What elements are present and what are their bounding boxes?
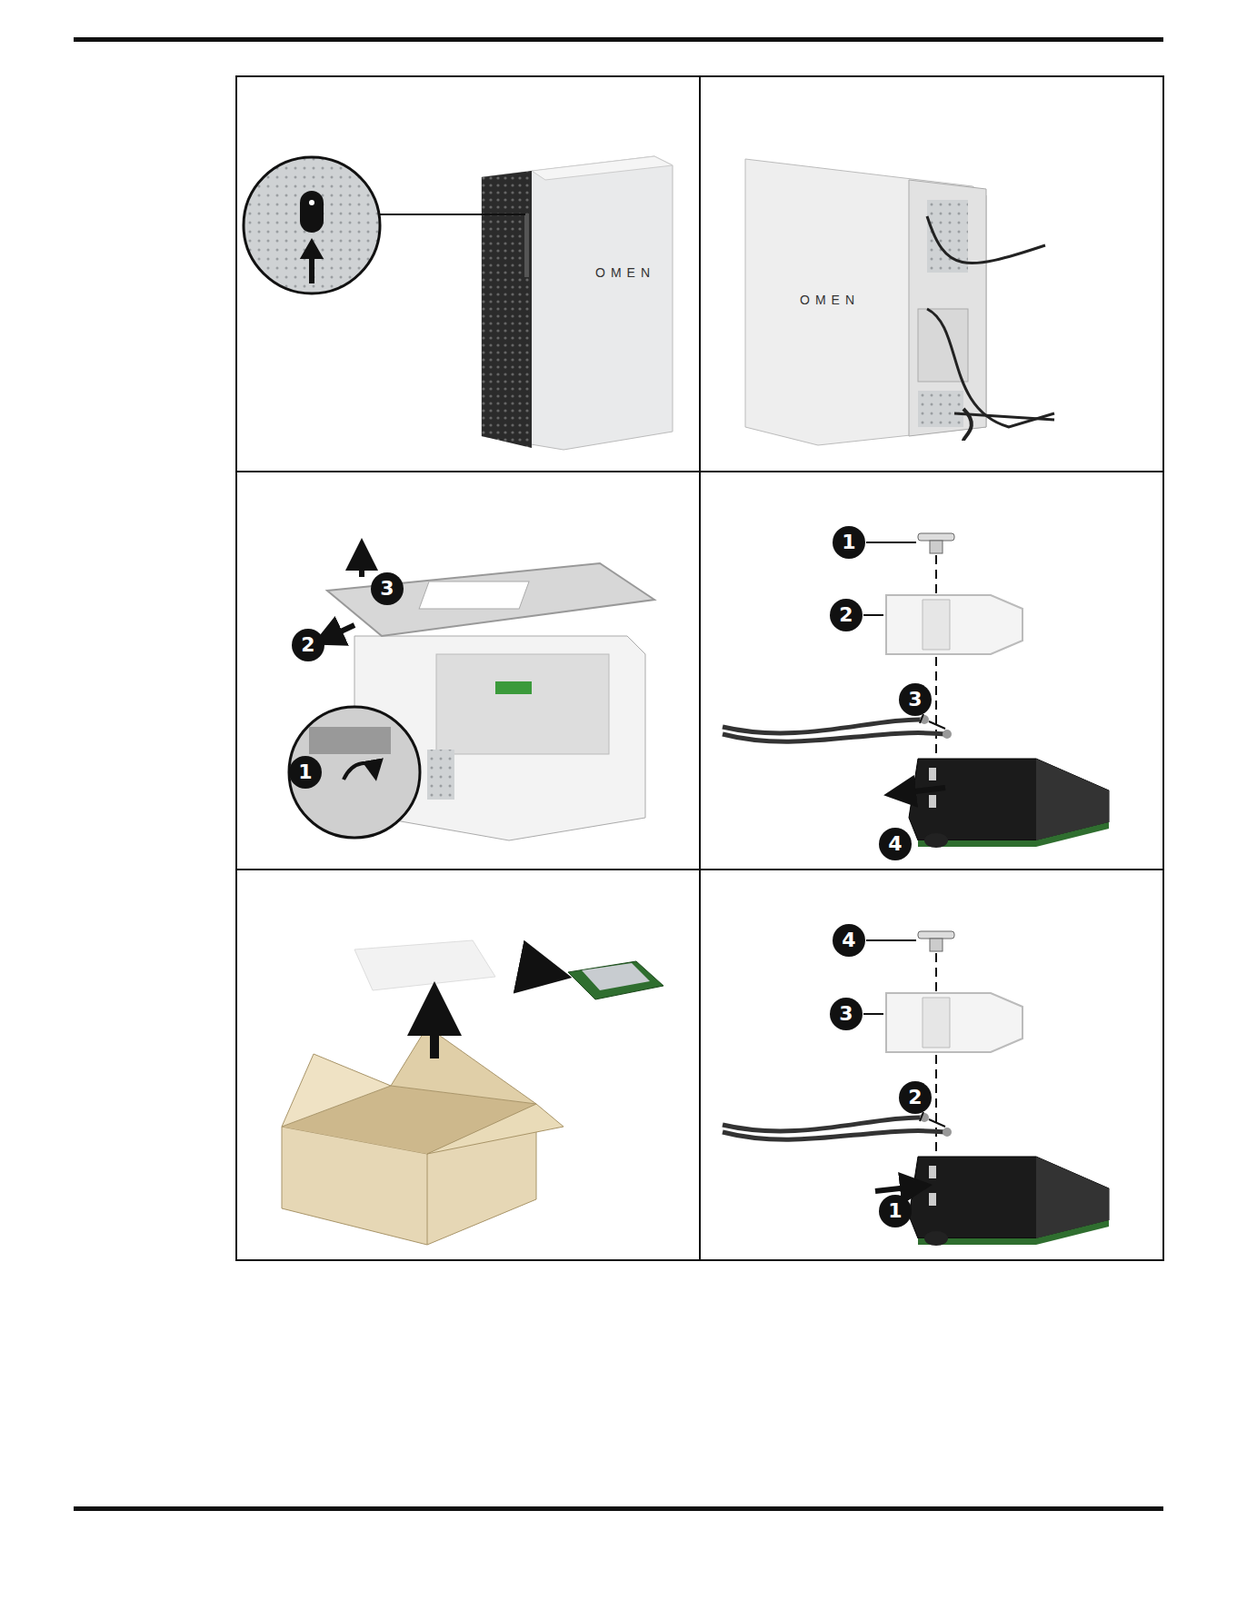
callout-number: 1 xyxy=(878,1195,912,1228)
callout-number: 2 xyxy=(829,598,863,632)
callout-number: 1 xyxy=(289,756,322,789)
svg-text:OMEN: OMEN xyxy=(595,265,656,280)
svg-text:OMEN: OMEN xyxy=(799,292,860,308)
callout-number: 4 xyxy=(832,924,866,958)
callout-number: 4 xyxy=(878,827,912,861)
callout-number: 2 xyxy=(898,1081,932,1115)
callout-number: 3 xyxy=(898,683,932,717)
callout-number: 2 xyxy=(291,628,325,662)
callout-number: 1 xyxy=(832,526,866,559)
callout-number: 3 xyxy=(370,572,404,606)
callout-number: 3 xyxy=(829,997,863,1031)
